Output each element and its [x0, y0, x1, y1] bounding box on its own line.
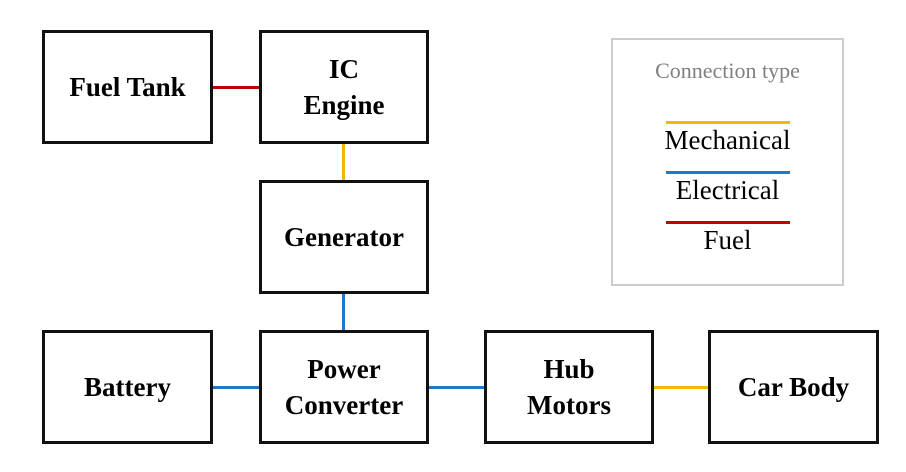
legend-swatch-fuel	[666, 221, 790, 224]
block-generator-label: Generator	[284, 221, 404, 252]
block-hub-motors: Hub Motors	[484, 330, 654, 444]
legend-swatch-mechanical	[666, 121, 790, 124]
block-ic-engine-label: IC Engine	[303, 53, 385, 120]
block-car-body: Car Body	[708, 330, 879, 444]
legend-label-mechanical: Mechanical	[664, 125, 791, 155]
legend-label-fuel: Fuel	[703, 225, 752, 255]
block-fuel-tank: Fuel Tank	[42, 30, 213, 144]
block-battery-label: Battery	[84, 371, 171, 402]
connector-generator-power-converter	[342, 294, 345, 330]
block-power-converter: Power Converter	[259, 330, 429, 444]
legend-title: Connection type	[655, 58, 800, 83]
connector-power-converter-hub-motors	[429, 386, 484, 389]
block-ic-engine: IC Engine	[259, 30, 429, 144]
connector-hub-motors-car-body	[654, 386, 708, 389]
legend-swatch-electrical	[666, 171, 790, 174]
block-battery: Battery	[42, 330, 213, 444]
block-fuel-tank-label: Fuel Tank	[69, 71, 186, 102]
legend: Connection type Mechanical Electrical Fu…	[611, 38, 844, 286]
block-hub-motors-label: Hub Motors	[527, 353, 611, 420]
connector-fuel-tank-ic-engine	[213, 86, 259, 89]
block-power-converter-label: Power Converter	[284, 353, 404, 420]
connector-battery-power-converter	[213, 386, 259, 389]
block-generator: Generator	[259, 180, 429, 294]
legend-label-electrical: Electrical	[675, 175, 780, 205]
connector-ic-engine-generator	[342, 144, 345, 180]
block-car-body-label: Car Body	[737, 371, 850, 402]
